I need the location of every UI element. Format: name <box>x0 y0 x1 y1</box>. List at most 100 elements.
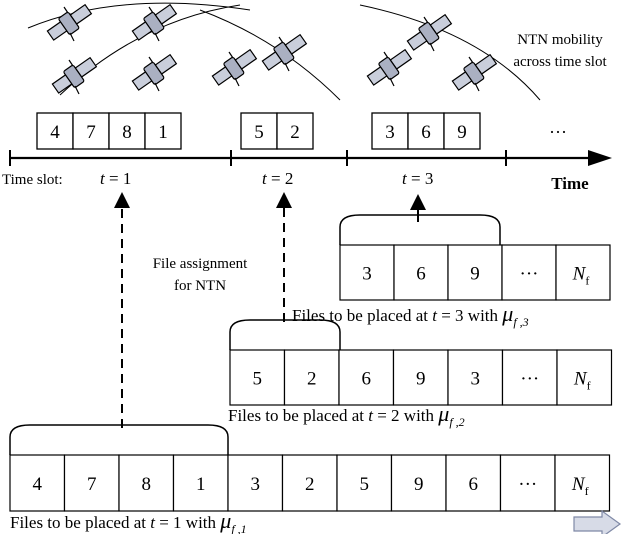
timeline-arrowhead <box>588 150 612 166</box>
timeline-cache-value: 9 <box>457 122 467 143</box>
timeline-cache-value: 2 <box>290 122 300 143</box>
ntn-mobility-label: across time slot <box>513 54 607 70</box>
file-cell-value: ··· <box>520 369 539 390</box>
file-cell <box>9 454 66 512</box>
file-cell-value: 1 <box>196 474 206 495</box>
time-slot-label: t = 2 <box>262 169 293 188</box>
orbit-arc-4 <box>359 4 541 101</box>
file-cell-value: 7 <box>87 474 97 495</box>
file-cell <box>392 349 449 406</box>
satellite-icon <box>131 4 177 42</box>
file-cell-value: 9 <box>470 264 480 285</box>
time-slot-label: t = 3 <box>402 169 433 188</box>
satellite-icon <box>406 14 452 52</box>
file-cell <box>447 244 503 301</box>
satellite-icon <box>451 54 497 92</box>
file-cell-value: 6 <box>469 474 479 495</box>
file-cell <box>555 244 611 301</box>
timeline-cache-value: 7 <box>86 122 96 143</box>
timeline-cache-value: 1 <box>158 122 168 143</box>
file-cell-value: Nf <box>573 369 591 393</box>
satellite-icon <box>46 4 92 42</box>
file-cell <box>501 349 558 406</box>
satellite-icon <box>51 57 97 95</box>
orbit-arc-3 <box>199 9 341 101</box>
time-slot-prefix: Time slot: <box>2 172 63 188</box>
arrowhead-icon <box>410 194 426 210</box>
timeline-cache-value: 8 <box>122 122 132 143</box>
satellite-icon <box>366 49 412 87</box>
timeline-cache-value: 3 <box>385 122 395 143</box>
timeline-cache-value: 4 <box>50 122 60 143</box>
timeline-cache-group: 4 7 8 1 <box>36 112 182 150</box>
file-cell <box>445 454 502 512</box>
timeline-ellipsis: ··· <box>549 122 567 142</box>
time-slot-label: t = 1 <box>100 169 131 188</box>
file-cell-value: 3 <box>362 264 372 285</box>
file-cell-value: 2 <box>305 474 315 495</box>
file-cell <box>281 454 338 512</box>
time-axis-label: Time <box>551 174 589 193</box>
timeline-cache-value: 5 <box>254 122 264 143</box>
file-cell-value: Nf <box>571 474 589 498</box>
timeline-cache-cell <box>144 112 182 150</box>
file-cell <box>447 349 504 406</box>
file-cell <box>118 454 175 512</box>
ntn-mobility-label: NTN mobility <box>517 32 603 48</box>
satellite-icon <box>261 34 307 72</box>
timeline-cache-cell <box>240 112 278 150</box>
file-cell <box>393 244 449 301</box>
file-cell <box>336 454 393 512</box>
file-cell-value: 4 <box>33 474 43 495</box>
arrowhead-icon <box>276 192 292 208</box>
orbit-arc-1 <box>27 2 251 29</box>
satellite-icon <box>131 54 177 92</box>
file-cell <box>554 454 611 512</box>
timeline-cache-cell <box>443 112 481 150</box>
file-cell <box>227 454 284 512</box>
file-cell <box>338 349 395 406</box>
file-cell-value: 5 <box>253 369 263 390</box>
next-arrow-icon <box>573 509 622 534</box>
file-cell <box>283 349 340 406</box>
row-caption: Files to be placed at t = 3 with μf ,3 <box>292 301 529 329</box>
row-brace <box>9 424 229 455</box>
file-cell <box>501 244 557 301</box>
satellite-icon <box>211 49 257 87</box>
file-cell-value: 8 <box>142 474 152 495</box>
file-cell-value: Nf <box>572 264 590 288</box>
file-cell-value: ··· <box>520 264 539 285</box>
file-cell-value: 3 <box>251 474 261 495</box>
file-cell <box>556 349 613 406</box>
file-cell-value: 3 <box>471 369 481 390</box>
file-cell-value: 2 <box>307 369 317 390</box>
file-cell-value: ··· <box>518 474 537 495</box>
file-cell-value: 9 <box>414 474 424 495</box>
file-cell-value: 9 <box>416 369 426 390</box>
timeline-cache-cell <box>108 112 146 150</box>
timeline-cache-cell <box>36 112 74 150</box>
timeline-cache-group: 3 6 9 <box>371 112 481 150</box>
timeline-cache-value: 6 <box>421 122 431 143</box>
file-cell <box>499 454 556 512</box>
row-brace <box>229 319 341 350</box>
slot-labels: t = 1 t = 2 t = 3 <box>100 169 433 188</box>
file-assignment-label: for NTN <box>174 278 226 294</box>
arrowhead-icon <box>114 192 130 208</box>
file-cell-value: 6 <box>362 369 372 390</box>
file-cell <box>390 454 447 512</box>
timeline-cache-cell <box>276 112 314 150</box>
file-assignment-label: File assignment <box>153 256 248 272</box>
file-cell-value: 5 <box>360 474 370 495</box>
file-cell-value: 6 <box>416 264 426 285</box>
timeline-cache-cell <box>72 112 110 150</box>
row-brace <box>339 214 501 245</box>
